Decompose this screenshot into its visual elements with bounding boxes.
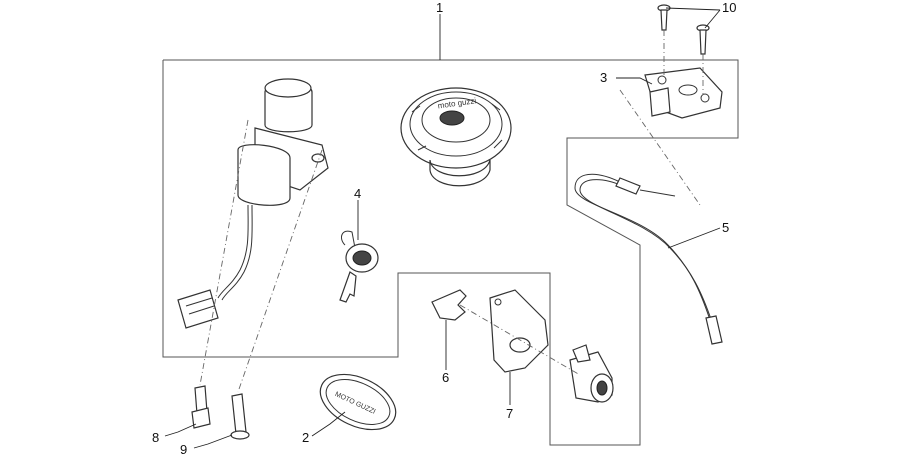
- callout-8: 8: [152, 430, 159, 445]
- callout-3: 3: [600, 70, 607, 85]
- callout-numbers: 1 2 3 4 5 6 7 8 9 10: [152, 0, 736, 457]
- retaining-clip: [431, 289, 467, 321]
- ignition-switch: [177, 78, 329, 329]
- mounting-bracket: [644, 67, 723, 119]
- logo-badge: MOTO GUZZI: [319, 373, 397, 431]
- callout-2: 2: [302, 430, 309, 445]
- release-cable: [574, 173, 723, 345]
- callout-4: 4: [354, 186, 361, 201]
- lock-cylinder: [569, 344, 614, 403]
- callout-9: 9: [180, 442, 187, 457]
- callout-7: 7: [506, 406, 513, 421]
- screw-9: [230, 393, 250, 440]
- assembly-axes: [199, 30, 704, 393]
- key: [339, 230, 379, 303]
- lock-plate: [489, 289, 549, 373]
- screw-8: [191, 385, 211, 429]
- callout-1: 1: [436, 0, 443, 15]
- callout-5: 5: [722, 220, 729, 235]
- callout-6: 6: [442, 370, 449, 385]
- fuel-cap: moto guzzi: [400, 87, 512, 187]
- callout-10: 10: [722, 0, 736, 15]
- screw-pair: [657, 4, 710, 55]
- assembly-frame: [162, 59, 739, 446]
- leader-lines: [164, 7, 721, 449]
